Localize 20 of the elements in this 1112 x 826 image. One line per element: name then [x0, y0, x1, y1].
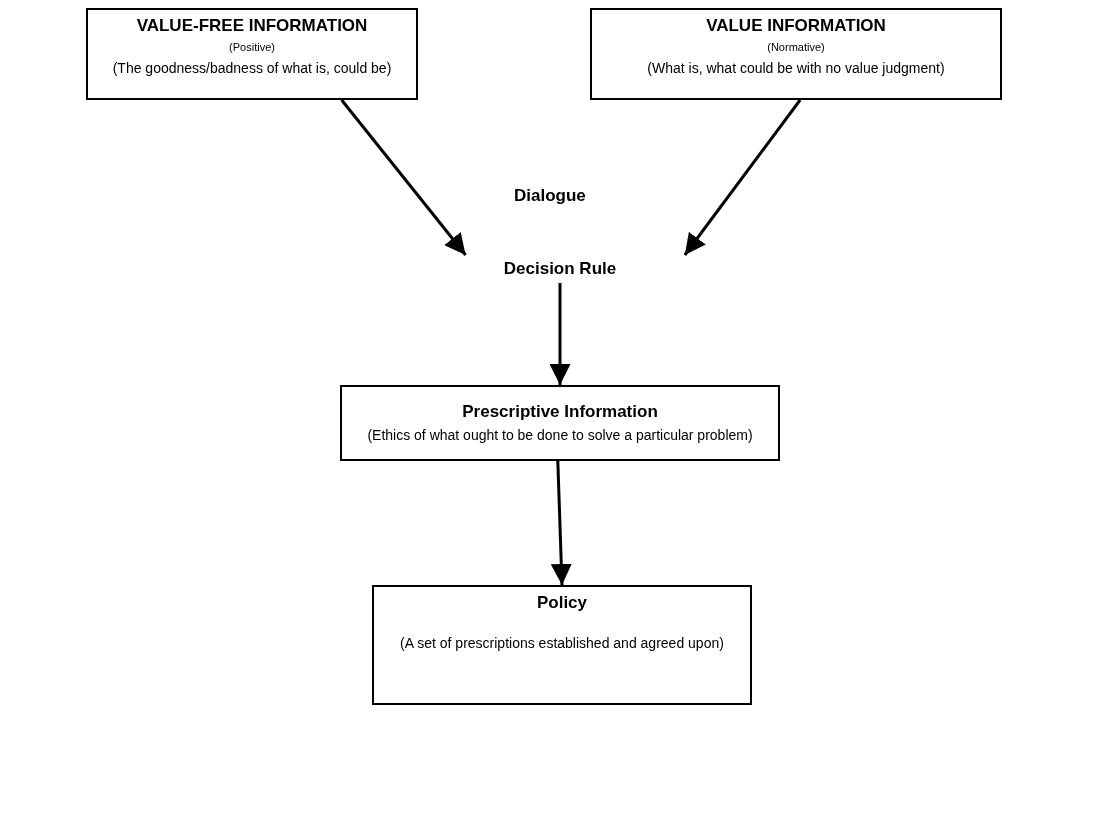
arrow [549, 283, 571, 385]
info-box [86, 8, 418, 100]
process-box [372, 585, 752, 705]
box-subtitle: (What is, what could be with no value judgment) [647, 59, 945, 77]
box-subtitle: (Positive) [229, 41, 275, 55]
box-title: Policy [536, 593, 588, 614]
box-subtitle: (The goodness/badness of what is, could be) [112, 59, 392, 77]
info-box [590, 8, 1002, 100]
process-box [340, 385, 780, 461]
box-title: Prescriptive Information [462, 401, 658, 423]
arrow [340, 99, 467, 256]
box-subtitle: (Ethics of what ought to be done to solve a particular problem) [367, 427, 753, 445]
box-title: VALUE-FREE INFORMATION [136, 16, 368, 37]
dialogue-label: Dialogue [514, 186, 586, 206]
arrow [550, 460, 572, 586]
box-subtitle: (A set of prescriptions established and agreed upon) [400, 635, 724, 653]
box-subtitle: (Normative) [767, 41, 825, 55]
decision-label: Decision Rule [503, 258, 617, 280]
box-title: VALUE INFORMATION [706, 16, 886, 37]
arrow [683, 99, 802, 256]
